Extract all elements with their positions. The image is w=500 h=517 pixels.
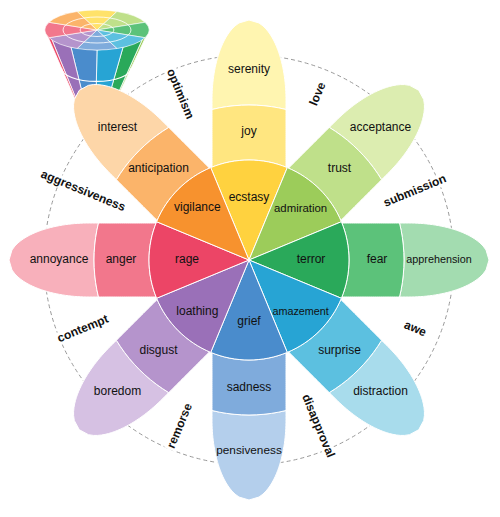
emotion-label: fear	[367, 253, 388, 266]
emotion-label: terror	[297, 253, 326, 266]
dyad-label: remorse	[164, 400, 196, 453]
emotion-label: loathing	[176, 305, 218, 318]
emotion-label: vigilance	[174, 202, 221, 215]
emotion-label: joy	[241, 125, 256, 138]
emotion-label: interest	[98, 122, 137, 135]
emotion-label: annoyance	[30, 253, 89, 266]
cone-band-line	[62, 68, 132, 81]
emotion-band: pensiveness	[212, 410, 286, 500]
emotion-label: pensiveness	[216, 444, 282, 457]
emotion-label: distraction	[353, 385, 408, 398]
emotion-band: apprehension	[399, 223, 489, 297]
band-shape	[212, 411, 286, 500]
band-shape	[400, 223, 489, 297]
band-shape	[342, 223, 404, 297]
emotion-label: surprise	[318, 344, 361, 357]
band-shape	[94, 223, 156, 297]
emotion-label: serenity	[228, 63, 270, 76]
emotion-label: boredom	[94, 385, 141, 398]
emotion-label: apprehension	[406, 254, 471, 266]
band-shape	[212, 20, 286, 109]
emotion-label: disgust	[139, 344, 177, 357]
emotion-band: sadness	[212, 352, 286, 415]
band-shape	[9, 223, 98, 297]
cone-ring	[63, 17, 131, 43]
emotion-band: fear	[341, 223, 404, 297]
dyad-label: love	[306, 78, 329, 109]
dyad-label: optimism	[163, 65, 197, 123]
dyad-label: awe	[400, 318, 430, 340]
band-shape	[212, 105, 286, 167]
emotion-label: grief	[237, 315, 260, 328]
emotion-band: serenity	[212, 20, 286, 110]
band-shape	[212, 353, 286, 415]
dyad-label: disapproval	[298, 391, 337, 462]
cone-ring	[80, 24, 114, 37]
emotion-band: annoyance	[9, 223, 99, 297]
emotion-label: admiration	[274, 202, 327, 215]
emotion-label: ecstasy	[229, 191, 270, 204]
emotion-label: anticipation	[128, 163, 189, 176]
emotion-label: rage	[175, 253, 199, 266]
emotion-band: anger	[94, 223, 157, 297]
emotion-label: sadness	[227, 381, 272, 394]
dyad-label: submission	[380, 171, 450, 210]
dyad-label: contempt	[53, 312, 112, 346]
emotion-band: joy	[212, 105, 286, 168]
emotion-label: trust	[328, 163, 351, 176]
emotion-label: acceptance	[350, 122, 411, 135]
emotion-label: anger	[106, 253, 137, 266]
emotion-label: amazement	[272, 306, 328, 318]
emotion-band: vigilance	[156, 167, 249, 260]
band-shape	[157, 168, 249, 260]
dashed-circle	[44, 55, 454, 465]
